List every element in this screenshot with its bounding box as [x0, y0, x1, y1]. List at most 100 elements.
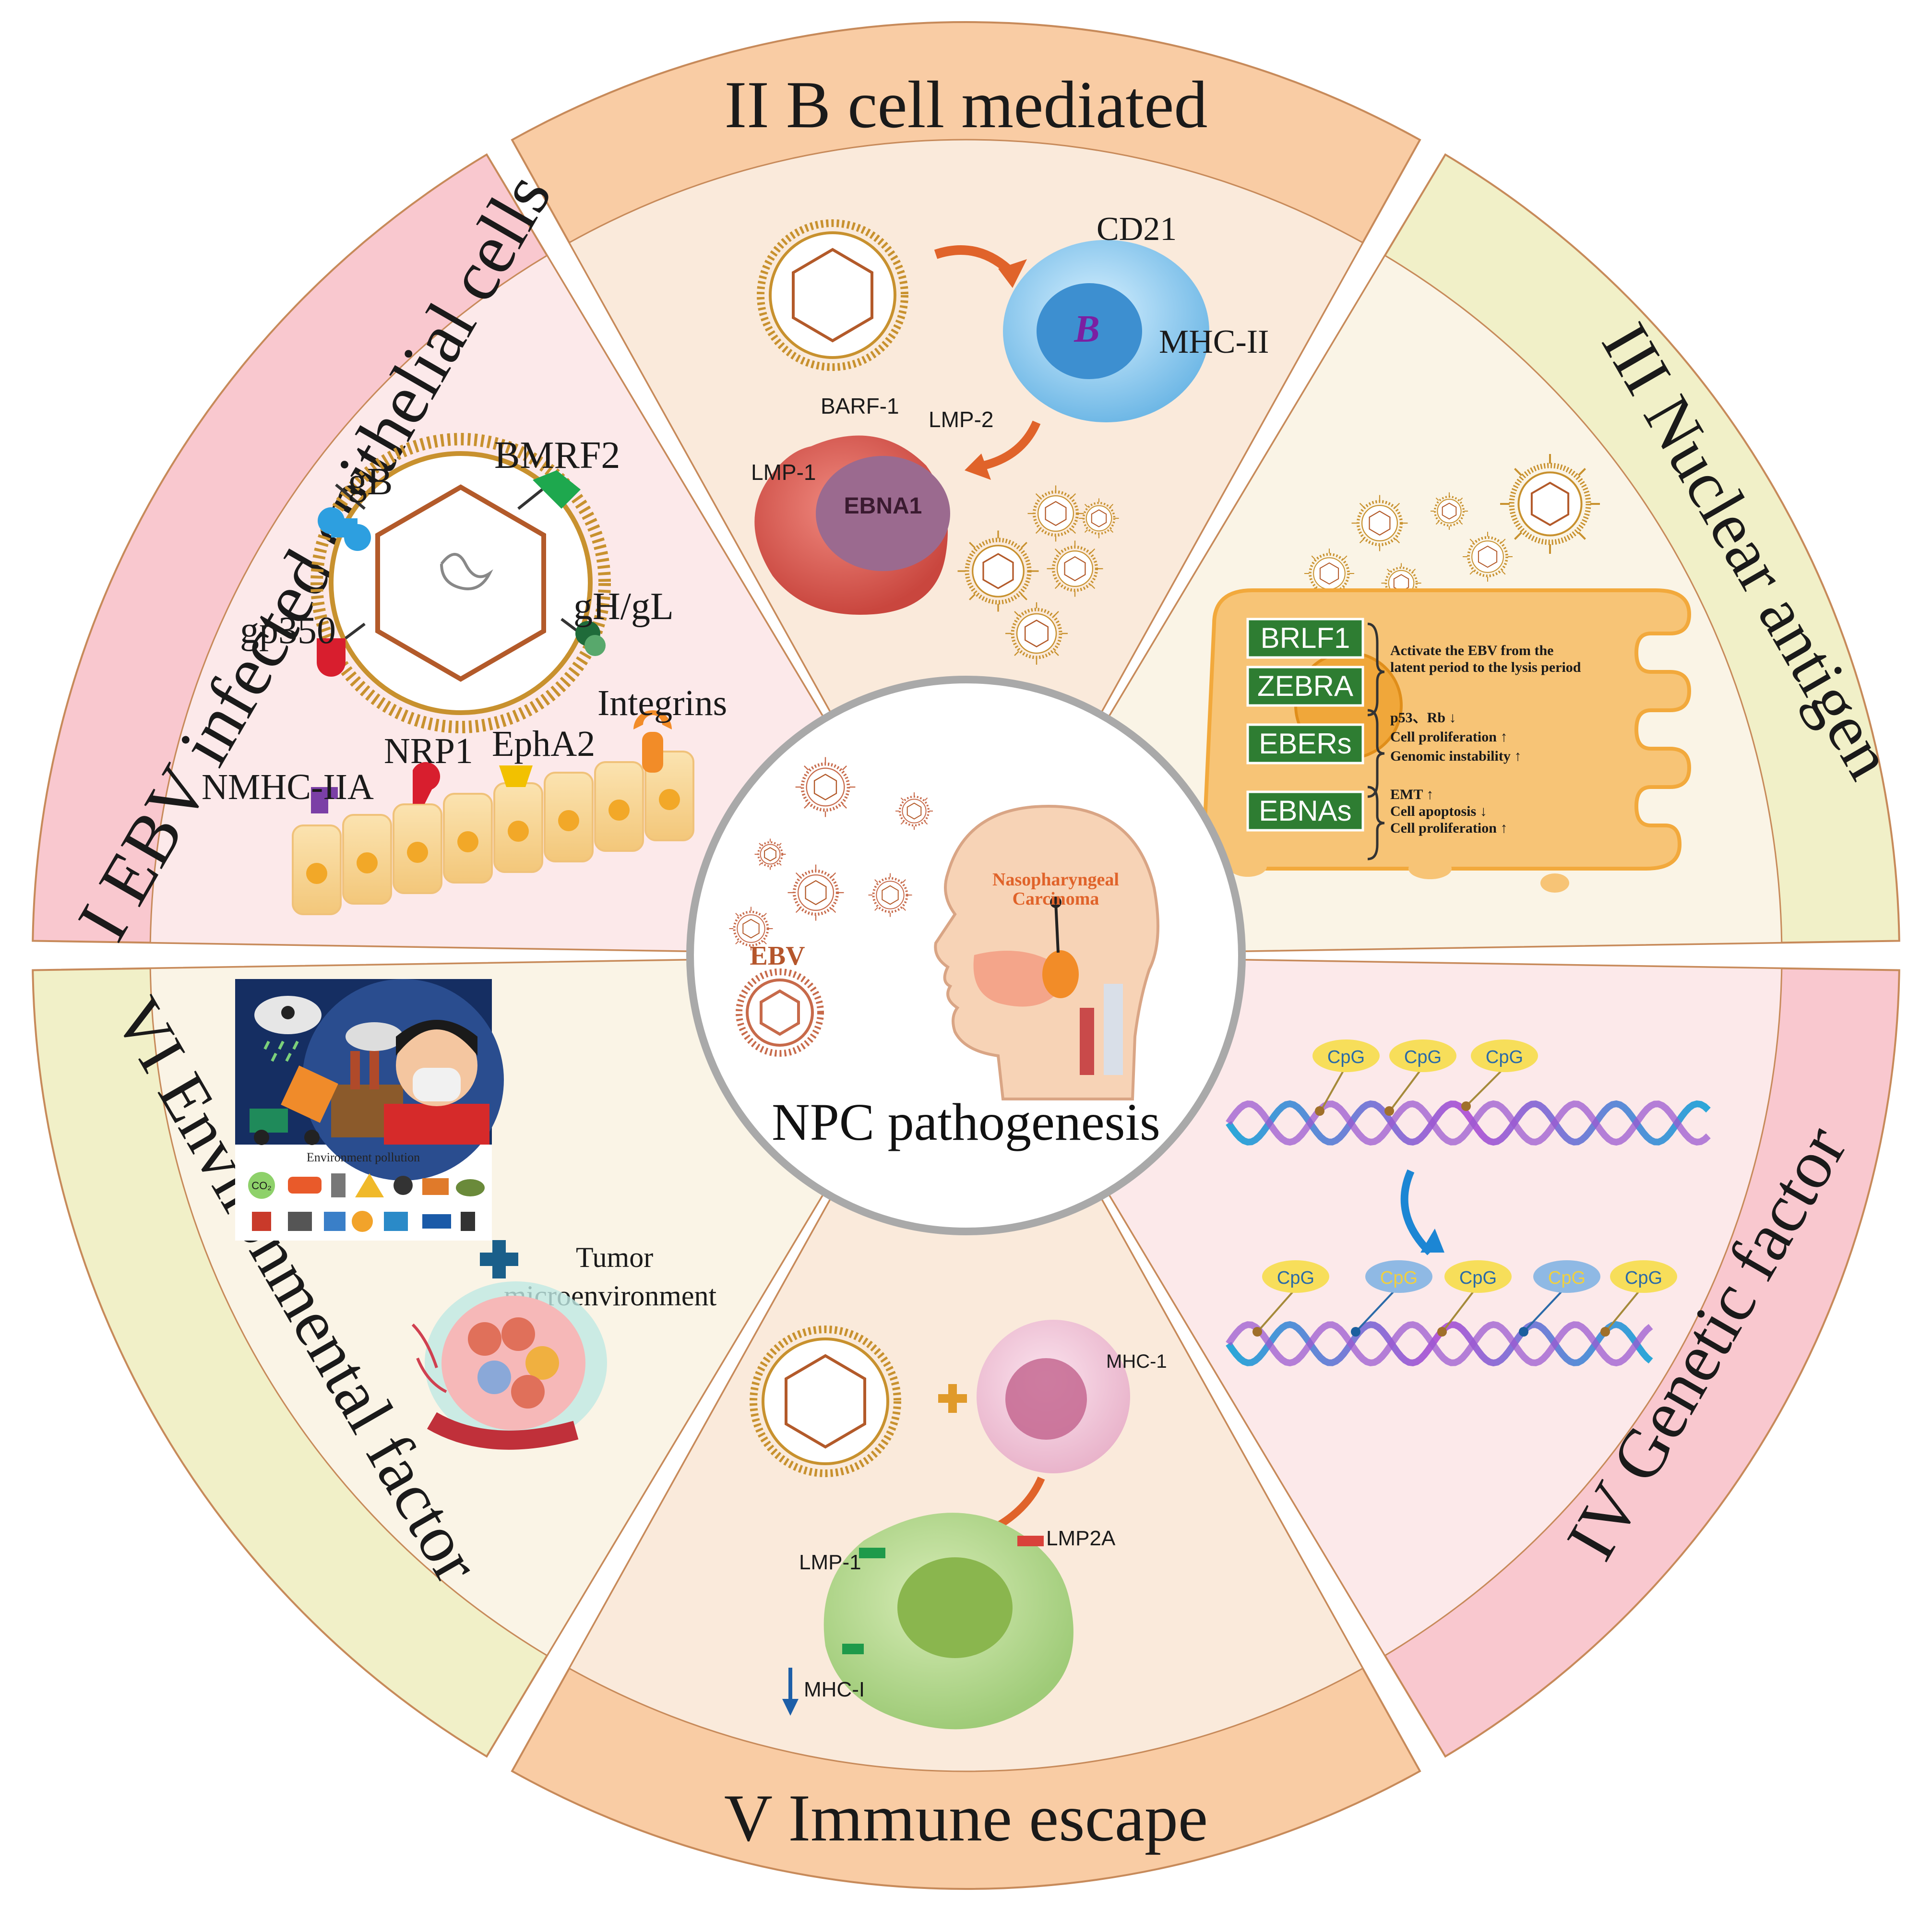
pollution-icons-row: CO₂ [248, 1172, 485, 1232]
section-6-content: Environment pollution CO₂ Tumor microenv… [235, 979, 717, 1450]
down-arrowhead [782, 1699, 799, 1716]
gene-box-ebers[interactable] [1246, 723, 1364, 764]
hazard-icon [352, 1211, 373, 1232]
tumor-label-2: Carcinoma [1013, 889, 1099, 909]
gene-ebnas: EBNAs [1259, 795, 1351, 827]
arrow-bcell-to-infected [982, 420, 1041, 470]
budding-virion-5 [1304, 549, 1354, 598]
tme-label-1: Tumor [576, 1242, 653, 1273]
section-1-content: gB BMRF2 gp350 gH/gL NMHC-IIA NRP1 EphA2… [202, 433, 727, 915]
methylation-arrow [1400, 1169, 1433, 1255]
note-ebnas-2: Cell apoptosis ↓ [1390, 803, 1487, 819]
cpg-top-1: CpG [1327, 1047, 1365, 1067]
budding-virion-2 [1351, 495, 1408, 551]
bmrf2-glycoprotein [517, 470, 581, 510]
epithelial-nucleus [457, 831, 478, 852]
receptor-epha2: EphA2 [492, 724, 595, 764]
brace-2 [1367, 709, 1385, 798]
bmrf2-label: BMRF2 [494, 434, 620, 477]
progeny-virion-2 [1079, 498, 1119, 538]
vesicles [1228, 856, 1569, 893]
note-ebers-1: p53、Rb ↓ [1390, 710, 1456, 726]
gh-gl-glycoprotein [561, 618, 606, 656]
note-lytic-1: Activate the EBV from the [1390, 643, 1554, 658]
section-5-title[interactable]: V Immune escape [724, 1781, 1208, 1855]
lmp2a-label: LMP2A [1046, 1527, 1116, 1550]
b-cell-letter: B [1073, 308, 1099, 350]
pollution-caption: Environment pollution [307, 1150, 420, 1164]
gene-box-ebnas[interactable] [1246, 790, 1364, 832]
head-profile [934, 804, 1159, 1100]
truck-icon [250, 1065, 338, 1145]
gb-glycoprotein [318, 483, 371, 551]
gene-zebra: ZEBRA [1257, 670, 1353, 702]
tumor-cell [823, 1513, 1073, 1730]
lmp1-label: LMP-1 [751, 460, 816, 485]
infected-cell: EBNA1 [754, 435, 950, 615]
section-4-content: CpG CpG CpG CpG CpG CpG CpG [1226, 1039, 1711, 1367]
pipe-icon [422, 1178, 449, 1195]
epithelial-nucleus [558, 810, 579, 831]
dna-strand-top-b [1226, 1100, 1711, 1146]
section-2-title[interactable]: II B cell mediated [725, 68, 1208, 142]
arrowhead-1 [998, 259, 1027, 288]
dna-strand-bottom-b [1226, 1321, 1653, 1367]
arrowhead-2 [965, 454, 991, 480]
budding-virion-1 [1500, 454, 1600, 554]
section-2-content: B CD21 MHC-II EBNA1 BARF-1 LMP-2 LMP-1 [751, 211, 1269, 665]
cpg-markers-top: CpG CpG CpG [1312, 1039, 1538, 1116]
center-virion-5 [868, 873, 912, 917]
progeny-virion-1 [1027, 485, 1084, 542]
gb-label: gB [348, 461, 393, 503]
lmp2-label: LMP-2 [929, 407, 993, 432]
bin-icon [461, 1212, 475, 1231]
cpg-bottom-3: CpG [1459, 1268, 1497, 1288]
skull-icon [394, 1176, 413, 1195]
tumor-microenvironment-illustration [411, 1281, 607, 1450]
acid-rain-cloud-icon [254, 996, 322, 1062]
b-cell: B [1003, 240, 1209, 422]
cpg-bottom-4: CpG [1548, 1268, 1586, 1288]
plus-icon-6 [480, 1240, 518, 1278]
mhc-i-label: MHC-I [804, 1678, 865, 1701]
progeny-virions [957, 485, 1119, 665]
gene-box-brlf1[interactable] [1246, 618, 1364, 659]
cpg-bottom-2: CpG [1380, 1268, 1418, 1288]
gh-gl-label: gH/gL [573, 585, 674, 628]
car-icon [288, 1177, 322, 1194]
cd21-label: CD21 [1097, 211, 1177, 248]
factory-small-icon [288, 1212, 312, 1231]
ebna1-label: EBNA1 [844, 493, 922, 519]
ebv-virion [310, 433, 611, 733]
ebv-virion-2 [757, 219, 908, 371]
receptor-nmhc-iia: NMHC-IIA [202, 767, 374, 807]
budding-virion-3 [1431, 492, 1468, 530]
note-lytic-2: latent period to the lysis period [1390, 659, 1581, 675]
gene-ebers: EBERs [1259, 728, 1351, 760]
cpg-top-3: CpG [1486, 1047, 1523, 1067]
center-virion-1 [795, 757, 856, 817]
center-virion-3 [754, 838, 786, 870]
epithelial-nucleus [306, 863, 327, 884]
gene-box-zebra[interactable] [1246, 666, 1364, 707]
barrel-icon [331, 1173, 346, 1197]
epithelial-nucleus [508, 821, 529, 842]
oil-spill-icon [422, 1214, 451, 1229]
cpg-bottom-5: CpG [1625, 1268, 1662, 1288]
note-ebnas-3: Cell proliferation ↑ [1390, 820, 1507, 836]
mhc1-host-label: MHC-1 [1106, 1351, 1167, 1372]
epithelial-cell-layer [292, 751, 694, 915]
note-ebers-3: Genomic instability ↑ [1390, 748, 1521, 764]
progeny-virion-3 [957, 530, 1039, 612]
section-3-content: BRLF1 ZEBRA EBERs EBNAs Activate the EBV… [1202, 454, 1692, 893]
masked-person [384, 1020, 489, 1145]
cpg-top-2: CpG [1404, 1047, 1442, 1067]
center-hub: EBV Nasopharyngeal Carcinoma NPC pathoge… [686, 676, 1246, 1235]
gene-brlf1: BRLF1 [1261, 622, 1350, 654]
epithelial-nucleus [357, 852, 378, 873]
center-virion-4 [787, 864, 844, 921]
ebv-label: EBV [750, 941, 805, 971]
center-virion-6 [729, 907, 773, 951]
receptor-integrins: Integrins [597, 683, 727, 723]
